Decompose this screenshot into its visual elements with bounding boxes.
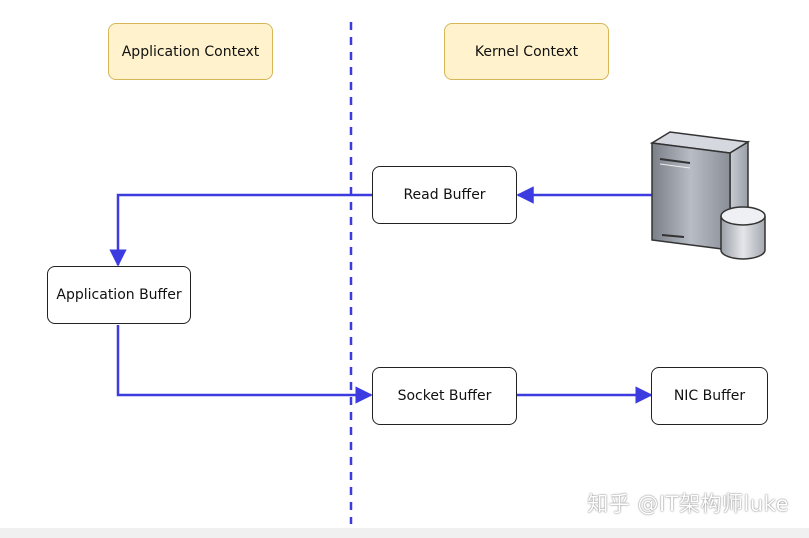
- application-buffer-node: Application Buffer: [47, 266, 191, 324]
- nic-buffer-node: NIC Buffer: [651, 367, 768, 425]
- socket-buffer-node: Socket Buffer: [372, 367, 517, 425]
- read-buffer-node: Read Buffer: [372, 166, 517, 224]
- arrow-application-to-socket-buffer: [116, 325, 373, 404]
- arrow-read-to-application-buffer: [109, 193, 372, 267]
- watermark-text: 知乎 @IT架构师luke: [587, 492, 789, 516]
- kernel-context-label: Kernel Context: [444, 23, 609, 80]
- application-context-label: Application Context: [108, 23, 273, 80]
- server-with-database-icon: [649, 131, 766, 260]
